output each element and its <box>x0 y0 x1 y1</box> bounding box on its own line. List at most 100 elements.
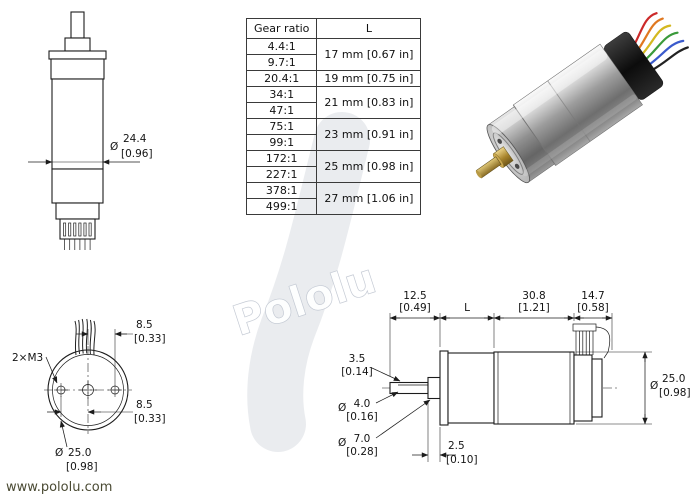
dim-value: 25.0 <box>68 447 91 459</box>
gear-table-row: 227:1 <box>245 166 421 183</box>
dim-value: 8.5 <box>136 399 153 411</box>
gear-length-cell: 23 mm [0.91 in] <box>316 118 422 151</box>
gear-table-header-row: Gear ratio L <box>245 18 422 39</box>
face-screw-bottom <box>514 163 520 169</box>
dim-value: 4.0 <box>354 398 371 410</box>
gear-ratio-cell: 99:1 <box>245 134 318 151</box>
encoder-pins <box>572 323 611 359</box>
side-view-horizontal: 12.5 [0.49] L 30.8 [1.21] 14.7 [0.58] 3.… <box>338 290 691 466</box>
diameter-symbol: Ø <box>338 402 346 414</box>
mount-holes-label: 2×M3 <box>12 352 43 364</box>
encoder-board-outline <box>591 358 603 418</box>
gear-ratio-cell: 172:1 <box>245 150 318 167</box>
hole-offset-top-dimension: 8.5 [0.33] <box>76 319 166 383</box>
body-diameter-dimension: Ø 25.0 [0.98] <box>576 351 691 425</box>
gear-table-row: 499:1 <box>245 198 421 215</box>
specular-highlight <box>491 50 608 135</box>
dim-value-in: [0.33] <box>134 413 166 425</box>
output-shaft-hole <box>79 381 97 399</box>
gear-ratio-cell: 378:1 <box>245 182 318 199</box>
gearbox-shade <box>488 106 555 183</box>
gear-ratio-cell: 227:1 <box>245 166 318 183</box>
dim-value-in: [0.96] <box>121 148 153 160</box>
gearbox-outline <box>447 352 495 424</box>
mount-hole-right <box>108 383 122 397</box>
dim-value: 14.7 <box>581 290 604 302</box>
dim-value-in: [0.98] <box>66 461 98 473</box>
gear-ratio-cell: 9.7:1 <box>245 54 318 71</box>
gearbox-outline <box>50 58 105 80</box>
side-view-vertical: Ø 24.4 [0.96] <box>28 11 153 250</box>
front-diameter-callout: Ø 25.0 [0.98] <box>55 420 98 473</box>
product-photo <box>475 12 689 184</box>
dim-value-in: [0.14] <box>341 366 373 378</box>
dim-value-in: [0.58] <box>577 302 609 314</box>
gear-length-cell: 27 mm [1.06 in] <box>316 182 422 215</box>
bushing-length-dimension: 2.5 [0.10] <box>412 400 478 466</box>
hole-offset-bottom-dimension: 8.5 [0.33] <box>47 396 166 425</box>
mount-holes-callout: 2×M3 <box>12 352 58 384</box>
encoder-outline <box>55 202 100 220</box>
gear-ratio-cell: 47:1 <box>245 102 318 119</box>
gear-ratio-header: Gear ratio <box>245 18 318 39</box>
length-header: L <box>316 18 422 39</box>
motor-leads <box>74 318 96 356</box>
dim-value: 30.8 <box>522 290 545 302</box>
shaft-outline <box>389 381 429 395</box>
faceplate-outline <box>48 50 107 60</box>
gear-ratio-cell: 34:1 <box>245 86 318 103</box>
motor-body-outline <box>51 78 104 170</box>
diameter-symbol: Ø <box>55 447 63 459</box>
mount-hole-left <box>54 383 68 397</box>
dim-value: 25.0 <box>662 373 685 385</box>
gear-ratio-cell: 4.4:1 <box>245 38 318 55</box>
connector-pins <box>63 222 92 250</box>
flat-callout: 3.5 [0.14] <box>341 353 401 382</box>
gear-length-cell: 21 mm [0.83 in] <box>316 86 422 119</box>
dim-value: 8.5 <box>136 319 153 331</box>
shaft-diameter-callout: Ø 4.0 [0.16] <box>338 391 399 423</box>
gear-ratio-cell: 20.4:1 <box>245 70 318 87</box>
dim-value-in: [0.49] <box>399 302 431 314</box>
diameter-symbol: Ø <box>650 380 658 392</box>
endcap-outline <box>51 168 104 204</box>
footer-url: www.pololu.com <box>6 480 113 495</box>
gear-table-row: 47:1 <box>245 102 421 119</box>
bushing-outline <box>427 376 441 400</box>
faceplate-outline <box>439 350 449 426</box>
dim-value-in: [0.33] <box>134 333 166 345</box>
diameter-symbol: Ø <box>338 437 346 449</box>
lower-highlight <box>522 94 637 177</box>
dim-value: 3.5 <box>349 353 366 365</box>
dim-value-in: [0.10] <box>446 454 478 466</box>
body-diameter-dimension: Ø 24.4 [0.96] <box>28 133 153 165</box>
front-view: 8.5 [0.33] 8.5 [0.33] 2×M3 Ø 25.0 [0.98] <box>12 318 166 473</box>
dim-value: 12.5 <box>403 290 426 302</box>
gear-table-row: 9.7:1 <box>245 54 421 71</box>
dim-value-in: [1.21] <box>518 302 550 314</box>
bushing-outline <box>64 37 91 52</box>
diameter-symbol: Ø <box>110 141 118 153</box>
encoder-cap-outline <box>573 354 593 422</box>
gear-length-cell: 19 mm [0.75 in] <box>316 70 422 87</box>
gear-ratio-cell: 499:1 <box>245 198 318 215</box>
dim-value: 2.5 <box>448 440 465 452</box>
bushing-diameter-callout: Ø 7.0 [0.28] <box>338 399 431 458</box>
encoder-wires <box>632 12 689 73</box>
motor-body-outline <box>493 351 575 425</box>
dim-value: 24.4 <box>123 133 147 145</box>
gear-length-cell: 17 mm [0.67 in] <box>316 38 422 71</box>
shaft-tip <box>475 170 482 179</box>
length-dimension-chain: 12.5 [0.49] L 30.8 [1.21] 14.7 [0.58] <box>389 290 613 376</box>
shaft-outline <box>70 11 85 39</box>
